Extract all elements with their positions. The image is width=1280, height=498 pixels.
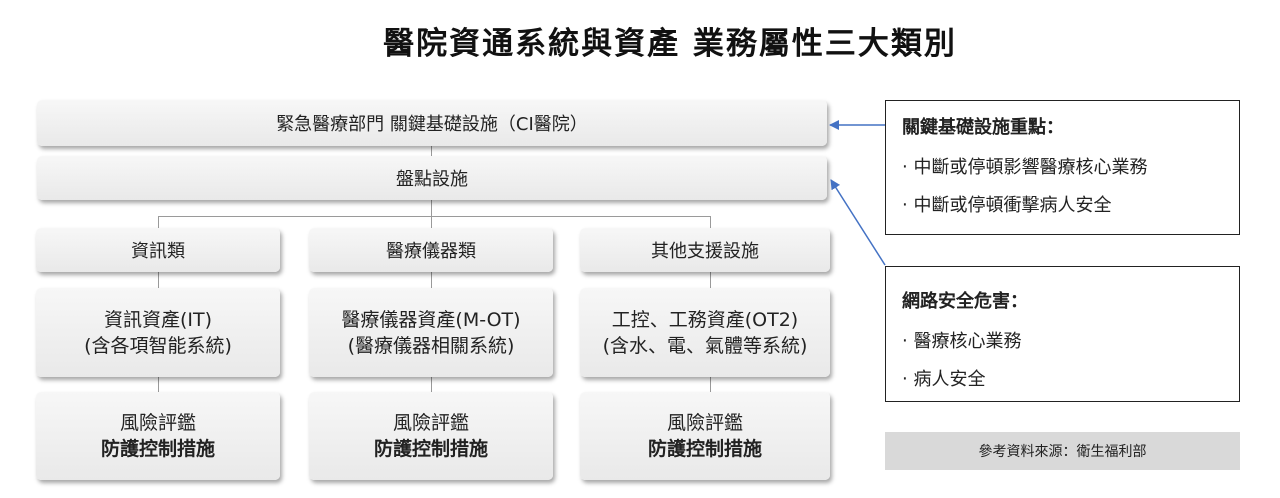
connector-col2-b — [431, 377, 432, 392]
category-box-mot: 醫療儀器類 — [309, 228, 553, 272]
asset-line-2: (含各項智能系統) — [84, 334, 232, 357]
asset-box-ot2: 工控、工務資產(OT2) (含水、電、氣體等系統) — [580, 288, 830, 377]
risk-line-1: 風險評鑑 — [119, 412, 196, 434]
asset-line-1: 資訊資產(IT) — [103, 308, 213, 331]
inventory-box: 盤點設施 — [37, 156, 827, 200]
inventory-label: 盤點設施 — [396, 169, 468, 190]
connector-col2-down — [431, 216, 432, 228]
note-item: ‧ 病人安全 — [902, 369, 986, 390]
cyber-hazard-note: 網路安全危害： ‧ 醫療核心業務 ‧ 病人安全 — [885, 266, 1240, 402]
page-title: 醫院資通系統與資產 業務屬性三大類別 — [383, 26, 957, 62]
category-box-ot2: 其他支援設施 — [580, 228, 830, 272]
note-item: ‧ 中斷或停頓衝擊病人安全 — [902, 195, 1112, 216]
connector-col3-b — [710, 377, 711, 392]
connector-col1-a — [158, 272, 159, 288]
ci-focus-note: 關鍵基礎設施重點： ‧ 中斷或停頓影響醫療核心業務 ‧ 中斷或停頓衝擊病人安全 — [885, 100, 1240, 235]
asset-line-2: (含水、電、氣體等系統) — [602, 334, 808, 357]
risk-line-2: 防護控制措施 — [373, 438, 488, 460]
connector-ci-inventory — [431, 146, 432, 156]
connector-horizontal — [158, 216, 710, 217]
connector-inventory-down — [431, 200, 432, 216]
risk-line-2: 防護控制措施 — [100, 438, 215, 460]
note-item: ‧ 醫療核心業務 — [902, 331, 1022, 352]
note-item: ‧ 中斷或停頓影響醫療核心業務 — [902, 157, 1148, 178]
category-label: 資訊類 — [131, 241, 185, 262]
risk-box-ot2: 風險評鑑 防護控制措施 — [580, 392, 830, 480]
ci-hospital-label: 緊急醫療部門 關鍵基礎設施（CI醫院） — [276, 114, 588, 135]
ci-hospital-box: 緊急醫療部門 關鍵基礎設施（CI醫院） — [37, 100, 827, 146]
asset-line-1: 工控、工務資產(OT2) — [611, 308, 799, 331]
asset-box-mot: 醫療儀器資產(M-OT) (醫療儀器相關系統) — [309, 288, 553, 377]
category-label: 醫療儀器類 — [386, 241, 476, 262]
category-box-it: 資訊類 — [36, 228, 280, 272]
connector-col3-a — [710, 272, 711, 288]
risk-line-1: 風險評鑑 — [666, 412, 743, 434]
connector-col1-down — [158, 216, 159, 228]
category-label: 其他支援設施 — [651, 241, 759, 262]
connector-col3-down — [710, 216, 711, 228]
note-heading: 網路安全危害： — [902, 291, 1028, 312]
connector-col2-a — [431, 272, 432, 288]
asset-line-1: 醫療儀器資產(M-OT) — [341, 308, 521, 331]
note-heading: 關鍵基礎設施重點： — [902, 117, 1064, 138]
connector-col1-b — [158, 377, 159, 392]
asset-line-2: (醫療儀器相關系統) — [347, 334, 515, 357]
risk-box-mot: 風險評鑑 防護控制措施 — [309, 392, 553, 480]
asset-box-it: 資訊資產(IT) (含各項智能系統) — [36, 288, 280, 377]
arrow-to-inventory-box — [830, 179, 886, 266]
risk-box-it: 風險評鑑 防護控制措施 — [36, 392, 280, 480]
risk-line-1: 風險評鑑 — [392, 412, 469, 434]
risk-line-2: 防護控制措施 — [647, 438, 762, 460]
source-caption: 參考資料來源：衛生福利部 — [885, 432, 1240, 470]
